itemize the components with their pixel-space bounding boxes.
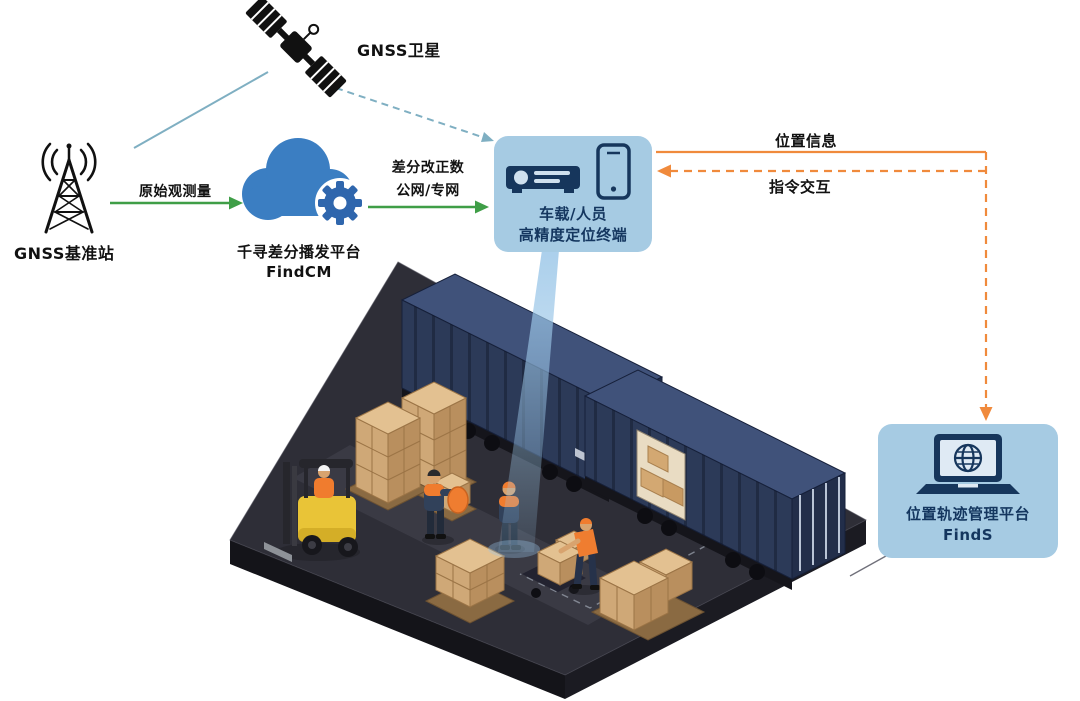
raw-observation-label: 原始观测量 — [139, 184, 212, 200]
container-2 — [583, 369, 847, 590]
base-station-icon — [41, 142, 97, 234]
container-open-door — [636, 429, 686, 521]
correction-label-line1: 差分改正数 — [391, 160, 465, 176]
finds-label-line2: FindS — [942, 526, 994, 544]
forklift — [264, 459, 360, 562]
finds-icons — [916, 434, 1020, 494]
worker-pallet-jack — [558, 518, 600, 595]
pallet-stack-center — [424, 538, 516, 624]
pallet-stack-front — [344, 401, 432, 511]
cloud-platform-name: 千寻差分播发平台 — [236, 243, 362, 261]
pallet-stack-right — [590, 548, 706, 641]
worker-carrying — [422, 469, 469, 545]
base-station-label: GNSS基准站 — [14, 244, 115, 263]
cloud-findcm-icon — [242, 138, 365, 228]
satellite-to-terminal-link — [335, 87, 494, 142]
terminal-panel: 车载/人员 高精度定位终端 — [494, 136, 652, 252]
satellite-label: GNSS卫星 — [357, 41, 441, 60]
finds-pointer-line — [849, 555, 887, 577]
position-info-label: 位置信息 — [774, 132, 838, 150]
gear-icon — [318, 181, 362, 225]
vehicle-terminal-icon — [506, 166, 580, 193]
correction-label-line2: 公网/专网 — [396, 183, 460, 199]
forklift-driver — [314, 465, 334, 498]
satellite-to-base-link — [133, 71, 269, 149]
command-label: 指令交互 — [768, 178, 832, 196]
command-arrow — [657, 164, 986, 178]
finds-label-line1: 位置轨迹管理平台 — [905, 505, 1030, 523]
laptop-globe-icon — [916, 434, 1020, 494]
smartphone-icon — [596, 143, 631, 200]
terminal-icons — [506, 143, 631, 200]
finds-panel: 位置轨迹管理平台 FindS — [878, 424, 1058, 558]
platform-downlink-arrow — [979, 152, 993, 421]
positioning-beam — [498, 250, 559, 552]
beam-glow — [488, 540, 540, 558]
terminal-label-line2: 高精度定位终端 — [518, 226, 628, 244]
platform-rim-left — [230, 540, 565, 699]
raw-observation-arrow — [110, 196, 243, 210]
warehouse-scene — [229, 250, 868, 699]
correction-arrow — [368, 200, 489, 214]
cloud-platform-product: FindCM — [266, 263, 332, 281]
satellite-icon — [245, 0, 347, 98]
terminal-label-line1: 车载/人员 — [539, 205, 607, 223]
